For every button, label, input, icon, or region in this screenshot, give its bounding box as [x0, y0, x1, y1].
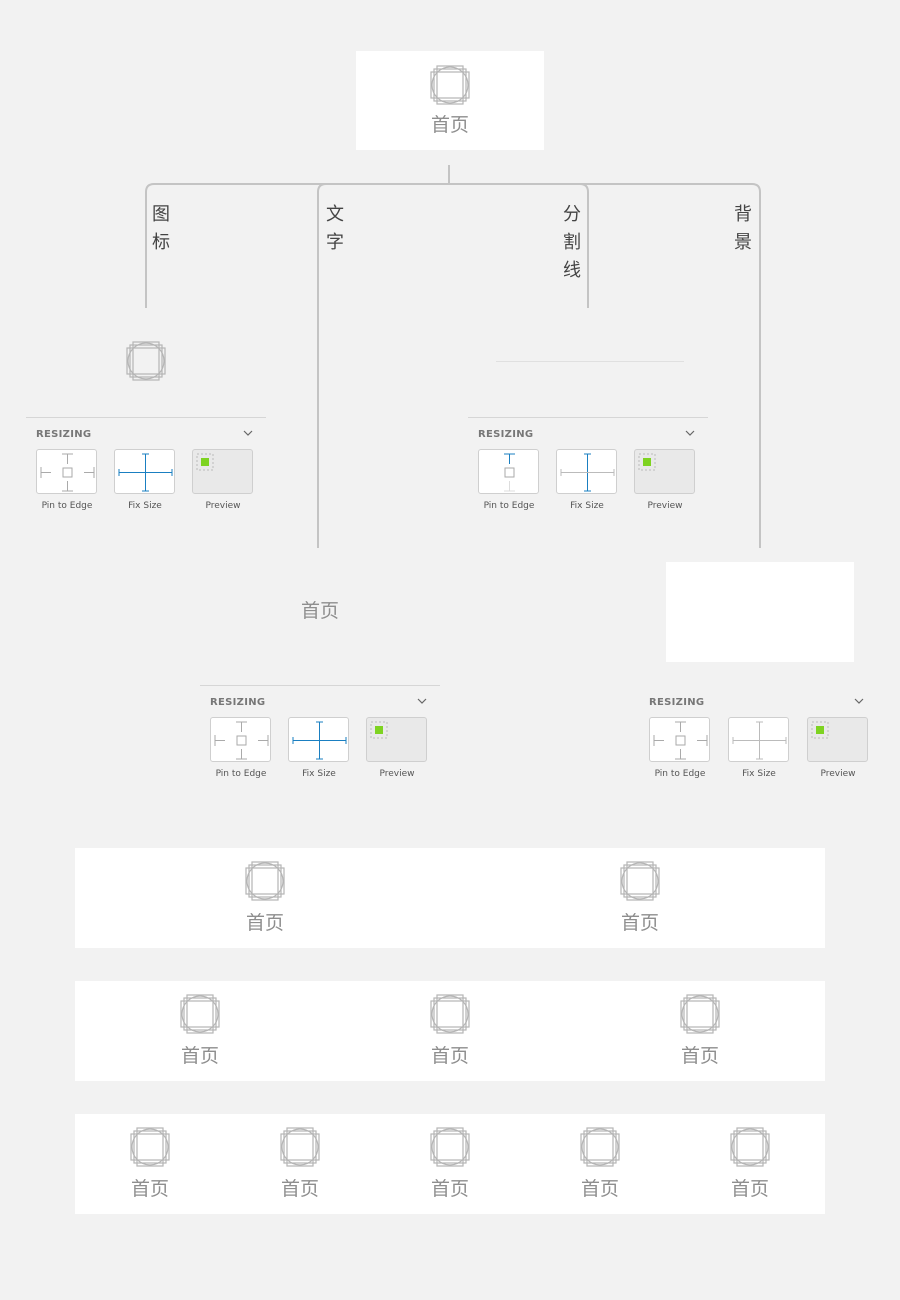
pin-to-edge-icon: [40, 453, 95, 492]
chevron-down-icon[interactable]: [416, 695, 428, 707]
tree-stem: [448, 165, 450, 184]
tab-icon: [580, 1127, 620, 1167]
tab-item[interactable]: 首页: [560, 1114, 640, 1214]
fix-size-icon: [732, 721, 787, 760]
fix-size-label: Fix Size: [302, 769, 336, 779]
preview-label: Preview: [647, 501, 683, 511]
pin-to-edge-icon: [504, 453, 515, 492]
fix-size-label: Fix Size: [570, 501, 604, 511]
tab-label: 首页: [620, 912, 659, 934]
tab-icon: [620, 861, 660, 901]
panel-divider: [468, 417, 708, 418]
tab-item[interactable]: 首页: [225, 848, 305, 948]
fix-size-label: Fix Size: [742, 769, 776, 779]
pin-to-edge-label: Pin to Edge: [483, 501, 535, 511]
tab-icon: [430, 1127, 470, 1167]
tab-label: 首页: [680, 1045, 719, 1067]
pin-to-edge-label: Pin to Edge: [215, 769, 267, 779]
fix-size-icon: [560, 453, 615, 492]
preview-icon: [370, 721, 388, 739]
tab-icon: [430, 994, 470, 1034]
branch-label-background: 背景: [734, 204, 752, 253]
tab-icon: [280, 1127, 320, 1167]
tab-icon: [130, 1127, 170, 1167]
tab-item[interactable]: 首页: [110, 1114, 190, 1214]
fix-size-button[interactable]: [728, 717, 789, 762]
tab-item[interactable]: 首页: [410, 1114, 490, 1214]
tab-item[interactable]: 首页: [600, 848, 680, 948]
tree-branches: [145, 183, 761, 548]
branch-label-text: 文字: [326, 204, 344, 253]
tab-item[interactable]: 首页: [660, 981, 740, 1081]
preview-icon: [638, 453, 656, 471]
fix-size-icon: [292, 721, 347, 760]
pin-to-edge-icon: [653, 721, 708, 760]
tab-icon: [730, 1127, 770, 1167]
tab-item[interactable]: 首页: [710, 1114, 790, 1214]
pin-to-edge-button[interactable]: [36, 449, 97, 494]
branch-label-icon: 图标: [152, 204, 170, 253]
tab-label: 首页: [130, 1178, 169, 1200]
preview-label: Preview: [205, 501, 241, 511]
resizing-panel-background: RESIZING Pin to Edge Fix Size Preview: [639, 685, 881, 785]
tab-label: 首页: [180, 1045, 219, 1067]
fix-size-button[interactable]: [288, 717, 349, 762]
tabbar-five: 首页 首页 首页 首页 首页: [75, 1114, 825, 1214]
pin-to-edge-button[interactable]: [478, 449, 539, 494]
divider-sample: [496, 361, 684, 362]
preview-box: [192, 449, 253, 494]
tab-item[interactable]: 首页: [260, 1114, 340, 1214]
chevron-down-icon[interactable]: [242, 427, 254, 439]
panel-title: RESIZING: [210, 697, 266, 708]
text-sample: 首页: [300, 600, 339, 622]
panel-title: RESIZING: [478, 429, 534, 440]
tabbar-two: 首页 首页: [75, 848, 825, 948]
preview-box: [634, 449, 695, 494]
pin-to-edge-button[interactable]: [649, 717, 710, 762]
tab-icon: [180, 994, 220, 1034]
tab-icon: [430, 65, 470, 105]
tab-item[interactable]: 首页: [410, 981, 490, 1081]
chevron-down-icon[interactable]: [684, 427, 696, 439]
fix-size-label: Fix Size: [128, 501, 162, 511]
tab-label: 首页: [430, 1178, 469, 1200]
tab-icon: [126, 341, 166, 381]
pin-to-edge-icon: [214, 721, 269, 760]
pin-to-edge-label: Pin to Edge: [41, 501, 93, 511]
resizing-panel-icon: RESIZING Pin to Edge Fix Size Preview: [26, 417, 268, 517]
tabbar-three: 首页 首页 首页: [75, 981, 825, 1081]
tab-icon: [680, 994, 720, 1034]
panel-divider: [200, 685, 440, 686]
tab-label: 首页: [430, 1045, 469, 1067]
resizing-panel-divider: RESIZING Pin to Edge Fix Size Preview: [468, 417, 710, 517]
preview-icon: [811, 721, 829, 739]
resizing-panel-text: RESIZING Pin to Edge Fix Size Preview: [200, 685, 442, 785]
preview-icon: [196, 453, 214, 471]
tab-icon: [245, 861, 285, 901]
preview-label: Preview: [379, 769, 415, 779]
panel-title: RESIZING: [649, 697, 705, 708]
fix-size-icon: [118, 453, 173, 492]
background-sample: [666, 562, 854, 662]
pin-to-edge-button[interactable]: [210, 717, 271, 762]
tab-label: 首页: [245, 912, 284, 934]
preview-box: [366, 717, 427, 762]
tab-item[interactable]: 首页: [160, 981, 240, 1081]
panel-divider: [26, 417, 266, 418]
chevron-down-icon[interactable]: [853, 695, 865, 707]
tab-label: 首页: [280, 1178, 319, 1200]
tab-label: 首页: [730, 1178, 769, 1200]
fix-size-button[interactable]: [556, 449, 617, 494]
tab-label: 首页: [580, 1178, 619, 1200]
root-label: 首页: [430, 114, 469, 136]
fix-size-button[interactable]: [114, 449, 175, 494]
preview-label: Preview: [820, 769, 856, 779]
pin-to-edge-label: Pin to Edge: [654, 769, 706, 779]
branch-label-divider: 分割线: [563, 204, 581, 281]
preview-box: [807, 717, 868, 762]
panel-title: RESIZING: [36, 429, 92, 440]
root-node: 首页: [356, 51, 544, 150]
